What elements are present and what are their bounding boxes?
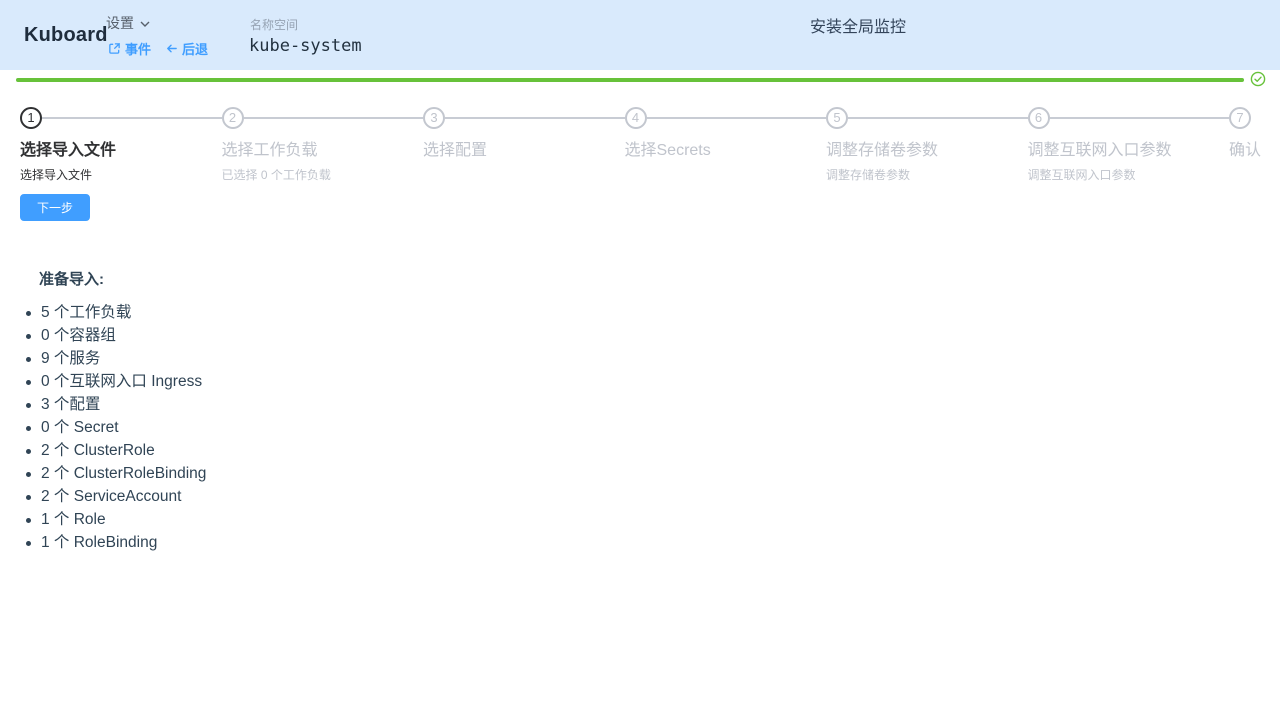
step-connector-line xyxy=(445,117,625,119)
header-links: 事件 后退 xyxy=(108,39,208,58)
import-summary-heading: 准备导入: xyxy=(39,271,104,288)
external-link-icon xyxy=(108,42,121,55)
top-header: Kuboard 设置 事件 后退 名称空间 kube-system xyxy=(0,0,1280,70)
step-connector-line xyxy=(243,117,423,119)
settings-label: 设置 xyxy=(106,15,134,31)
step-connector-line xyxy=(646,117,826,119)
chevron-down-icon xyxy=(139,17,151,29)
step-title: 选择Secrets xyxy=(624,142,711,159)
import-summary-list: 5 个工作负载 0 个容器组 9 个服务 0 个互联网入口 Ingress 3 … xyxy=(20,301,206,554)
list-item: 5 个工作负载 xyxy=(20,301,206,324)
step-number: 4 xyxy=(624,107,647,129)
next-step-button[interactable]: 下一步 xyxy=(20,194,91,221)
step-title: 选择配置 xyxy=(423,142,488,159)
install-monitoring-action[interactable]: 安装全局监控 xyxy=(810,19,907,36)
import-summary: 准备导入: 5 个工作负载 0 个容器组 9 个服务 0 个互联网入口 Ingr… xyxy=(20,268,206,554)
step-title: 调整存储卷参数 xyxy=(826,142,939,159)
list-item: 2 个 ServiceAccount xyxy=(20,485,206,508)
step-description: 已选择 0 个工作负载 xyxy=(221,168,331,182)
step-title: 选择导入文件 xyxy=(20,142,117,159)
check-circle-icon xyxy=(1250,71,1266,87)
list-item: 9 个服务 xyxy=(20,347,206,370)
arrow-left-icon xyxy=(165,42,178,55)
step-description: 调整互联网入口参数 xyxy=(1027,168,1136,182)
step-number: 6 xyxy=(1027,107,1050,129)
list-item: 2 个 ClusterRoleBinding xyxy=(20,462,206,485)
step-number: 2 xyxy=(221,107,244,129)
wizard-step: 7 确认 xyxy=(1229,106,1280,183)
list-item: 1 个 Role xyxy=(20,508,206,531)
list-item: 0 个 Secret xyxy=(20,416,206,439)
kuboard-logo[interactable]: Kuboard xyxy=(24,24,108,46)
events-label: 事件 xyxy=(125,42,152,57)
settings-menu[interactable]: 设置 xyxy=(106,13,151,33)
wizard-step: 4 选择Secrets xyxy=(624,106,826,183)
step-description: 调整存储卷参数 xyxy=(826,168,911,182)
step-connector-line xyxy=(848,117,1028,119)
step-number: 7 xyxy=(1229,107,1251,129)
list-item: 0 个容器组 xyxy=(20,324,206,347)
list-item: 3 个配置 xyxy=(20,393,206,416)
back-label: 后退 xyxy=(182,42,209,57)
wizard-step: 1 选择导入文件 选择导入文件 xyxy=(20,106,222,183)
wizard-step: 6 调整互联网入口参数 调整互联网入口参数 xyxy=(1027,106,1229,183)
step-number: 3 xyxy=(423,107,445,129)
namespace-value: kube-system xyxy=(249,36,362,56)
step-connector-line xyxy=(1049,117,1229,119)
step-title: 选择工作负载 xyxy=(221,142,318,159)
wizard-step: 3 选择配置 xyxy=(423,106,625,183)
namespace-label: 名称空间 xyxy=(250,18,299,32)
step-connector-line xyxy=(42,117,222,119)
step-title: 调整互联网入口参数 xyxy=(1027,142,1172,159)
list-item: 0 个互联网入口 Ingress xyxy=(20,370,206,393)
step-number: 5 xyxy=(826,107,848,129)
events-link[interactable]: 事件 xyxy=(108,39,151,58)
progress-bar xyxy=(16,78,1244,82)
step-title: 确认 xyxy=(1229,142,1262,159)
wizard-step: 2 选择工作负载 已选择 0 个工作负载 xyxy=(221,106,423,183)
step-description: 选择导入文件 xyxy=(20,168,93,182)
list-item: 1 个 RoleBinding xyxy=(20,531,206,554)
list-item: 2 个 ClusterRole xyxy=(20,439,206,462)
wizard-step: 5 调整存储卷参数 调整存储卷参数 xyxy=(826,106,1028,183)
wizard-steps: 1 选择导入文件 选择导入文件 2 选择工作负载 已选择 0 个工作负载 3 xyxy=(20,106,1272,183)
step-number: 1 xyxy=(20,107,42,129)
back-link[interactable]: 后退 xyxy=(165,39,208,58)
